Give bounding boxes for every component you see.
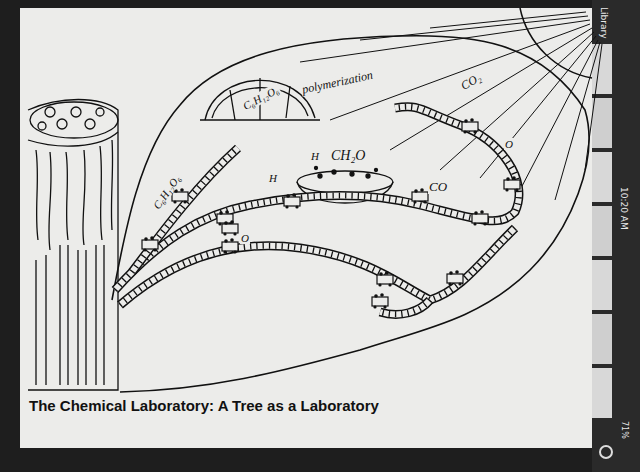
cart-load bbox=[225, 210, 229, 214]
rail-gap bbox=[120, 228, 515, 305]
rail-ties bbox=[115, 107, 519, 290]
cart bbox=[284, 197, 300, 206]
rail-gap bbox=[115, 107, 519, 290]
cart-load bbox=[230, 238, 234, 242]
cart-load bbox=[455, 270, 459, 274]
cart bbox=[412, 192, 428, 201]
element-label: O bbox=[504, 138, 514, 150]
cart-load bbox=[464, 119, 468, 123]
formula-label: CH₂O bbox=[330, 148, 366, 163]
cart-wheel bbox=[505, 188, 508, 191]
cart-wheel bbox=[413, 200, 416, 203]
formula-label: CO bbox=[428, 180, 448, 194]
page-ground bbox=[20, 8, 592, 448]
cart-wheel bbox=[388, 283, 391, 286]
cart bbox=[372, 297, 388, 306]
element-label: H bbox=[310, 150, 320, 162]
cart-wheel bbox=[153, 248, 156, 251]
cart-wheel bbox=[233, 232, 236, 235]
cart-wheel bbox=[183, 200, 186, 203]
rail bbox=[132, 148, 238, 272]
cart-load bbox=[414, 189, 418, 193]
cart-wheel bbox=[223, 250, 226, 253]
cart-load bbox=[420, 188, 424, 192]
status-text: Library bbox=[598, 6, 608, 39]
cart-load bbox=[380, 293, 384, 297]
cart bbox=[377, 275, 393, 284]
cart-load bbox=[150, 236, 154, 240]
cart-wheel bbox=[515, 188, 518, 191]
cart-wheel bbox=[378, 283, 381, 286]
cart-wheel bbox=[233, 250, 236, 253]
cart bbox=[447, 274, 463, 283]
cart-wheel bbox=[463, 130, 466, 133]
cart-load bbox=[506, 177, 510, 181]
cart bbox=[472, 214, 488, 223]
cart-load bbox=[385, 271, 389, 275]
cart-load bbox=[474, 211, 478, 215]
rail-ties bbox=[120, 228, 515, 305]
cart bbox=[222, 242, 238, 251]
cart-load bbox=[224, 221, 228, 225]
tab-strip bbox=[592, 0, 640, 472]
cart-load bbox=[286, 194, 290, 198]
element-label: H bbox=[268, 172, 278, 184]
rail bbox=[115, 107, 519, 290]
rail-gap bbox=[132, 148, 238, 272]
cart-load bbox=[219, 211, 223, 215]
cart-wheel bbox=[483, 222, 486, 225]
cart-wheel bbox=[295, 205, 298, 208]
cart bbox=[172, 192, 188, 201]
rail-carts bbox=[142, 118, 520, 308]
cart bbox=[142, 240, 158, 249]
leaf-outline bbox=[112, 36, 589, 392]
rail-tracks bbox=[115, 107, 519, 315]
cart-wheel bbox=[423, 200, 426, 203]
cart-wheel bbox=[218, 222, 221, 225]
element-label: O bbox=[240, 232, 250, 244]
cart-load bbox=[512, 176, 516, 180]
cart-wheel bbox=[223, 232, 226, 235]
cart-load bbox=[470, 118, 474, 122]
cart-wheel bbox=[383, 305, 386, 308]
cart-load bbox=[144, 237, 148, 241]
cart-wheel bbox=[285, 205, 288, 208]
cart bbox=[462, 122, 478, 131]
cart-wheel bbox=[473, 130, 476, 133]
cart bbox=[222, 224, 238, 233]
status-text: 10:20 AM bbox=[618, 186, 628, 231]
cart-wheel bbox=[173, 200, 176, 203]
cart bbox=[504, 180, 520, 189]
cart-load bbox=[230, 220, 234, 224]
cart-load bbox=[292, 193, 296, 197]
cart-wheel bbox=[458, 282, 461, 285]
cart-wheel bbox=[448, 282, 451, 285]
cart-load bbox=[379, 272, 383, 276]
caption: The Chemical Laboratory: A Tree as a Lab… bbox=[28, 398, 380, 415]
cart-load bbox=[374, 294, 378, 298]
cart-wheel bbox=[143, 248, 146, 251]
cart-load bbox=[224, 239, 228, 243]
rail-ties bbox=[132, 148, 238, 272]
sun bbox=[520, 8, 592, 78]
cart-load bbox=[180, 188, 184, 192]
rail bbox=[120, 228, 515, 305]
cart-wheel bbox=[373, 305, 376, 308]
tree-stump bbox=[28, 100, 118, 391]
cart-load bbox=[480, 210, 484, 214]
status-text: 71% bbox=[619, 420, 628, 440]
cart-wheel bbox=[473, 222, 476, 225]
cart-load bbox=[449, 271, 453, 275]
